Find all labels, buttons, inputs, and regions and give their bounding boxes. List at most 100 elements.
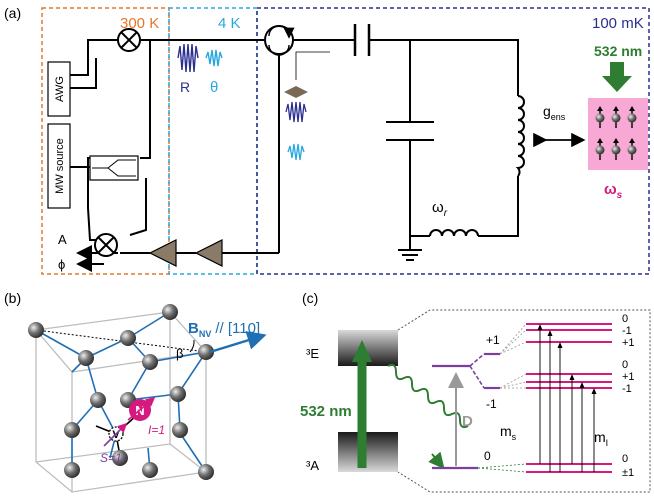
circulator: [264, 25, 295, 56]
carbon-atom: [90, 392, 106, 408]
ms-levels: [432, 352, 500, 470]
panel-b: (b) V N I=1 S=1 BNV// [110] β: [4, 290, 267, 493]
temp-4k-label: 4 K: [218, 15, 241, 32]
spin-ensemble: [595, 106, 637, 160]
mi-level-label: +1: [622, 337, 635, 349]
ms-split-lines: [469, 353, 485, 389]
zero-field-label: D: [462, 413, 473, 430]
carbon-atom: [198, 464, 214, 480]
mi-level-label: ±1: [622, 467, 634, 479]
transition-arrow: [591, 388, 597, 472]
mi-level-label: 0: [622, 313, 628, 325]
panel-a: (a) 300 K 4 K 100 mK AWG MW source: [4, 5, 650, 275]
output-a-label: A: [58, 232, 67, 247]
carbon-atom: [120, 330, 136, 346]
spin-arrow: [627, 138, 637, 160]
electron-spin-label: S=1: [100, 451, 122, 465]
panel-b-label: (b): [4, 290, 21, 306]
zoom-box: [397, 309, 651, 493]
mi-axis-label: mI: [594, 429, 608, 448]
pulse-theta-label: θ: [210, 79, 218, 96]
panel-c-label: (c): [302, 290, 318, 306]
carbon-atom: [142, 354, 158, 370]
g-ens-label: gens: [543, 103, 566, 122]
splitter-lines: [92, 159, 136, 177]
amplifier-4k: [194, 239, 223, 267]
panel-a-label: (a): [4, 5, 21, 21]
ms-axis-label: ms: [500, 423, 517, 442]
beta-label: β: [176, 346, 183, 361]
spin-arrow: [595, 106, 605, 128]
mi-level-label: -1: [622, 325, 632, 337]
spin-arrow: [611, 138, 621, 160]
b-field-label: BNV// [110]: [188, 320, 260, 339]
carbon-atoms: [28, 304, 214, 480]
spin-arrow: [595, 138, 605, 160]
carbon-atom: [64, 462, 80, 478]
transition-arrow: [557, 342, 563, 472]
mixer-bottom: [94, 233, 118, 257]
transition-arrow: [547, 330, 553, 472]
awg-label: AWG: [54, 76, 66, 102]
stage-100mk-box: [256, 7, 650, 275]
beta-arc: [189, 339, 195, 353]
omega-s-label: ωs: [604, 181, 623, 201]
mi-level-label: 0: [622, 359, 628, 371]
excited-state-label: ³E: [306, 346, 319, 361]
excitation-arrowhead: [352, 340, 372, 362]
carbon-atom: [198, 344, 214, 360]
omega-r-label: ωr: [432, 199, 448, 219]
carbon-atom: [142, 462, 158, 478]
ground-state-label: ³A: [306, 458, 319, 473]
pulse-theta: [205, 49, 223, 67]
laser-label-a: 532 nm: [594, 43, 642, 59]
vacancy-label: V: [112, 429, 120, 441]
temp-100mk-label: 100 mK: [592, 15, 644, 32]
output-phi-label: ϕ: [58, 257, 65, 272]
laser-arrow-a: [602, 62, 632, 92]
hyperfine-transitions: [537, 324, 597, 472]
electron-spin-arrow: [103, 422, 128, 447]
nuclear-spin-arrow: [127, 396, 156, 421]
carbon-atom: [112, 450, 128, 466]
b-field-arrow: [209, 331, 267, 354]
carbon-atom: [162, 304, 178, 320]
ground-band: [338, 432, 398, 472]
carbon-atom: [170, 386, 186, 402]
spin-arrow: [627, 106, 637, 128]
ms-zero-label: 0: [484, 449, 491, 463]
amplifier-300k: [148, 239, 177, 267]
transition-arrow: [537, 324, 543, 464]
echo-lead: [295, 51, 330, 80]
nuclear-spin-label: I=1: [148, 423, 165, 437]
carbon-atom: [28, 322, 44, 338]
transition-arrow: [579, 382, 585, 472]
spin-arrow: [611, 106, 621, 128]
resonator: [386, 40, 525, 261]
stage-4k-box: [168, 7, 258, 275]
mi-level-label: 0: [622, 453, 628, 465]
carbon-atom: [64, 422, 80, 438]
spin-ensemble-box: [588, 98, 648, 170]
mi-level-label: +1: [622, 371, 635, 383]
wires-300k: [70, 39, 151, 272]
ms-plus1-label: +1: [486, 333, 500, 347]
coupling-capacitor: [353, 24, 519, 96]
temp-300k-label: 300 K: [120, 15, 159, 32]
mw-source-label: MW source: [54, 138, 66, 194]
panel-c: (c) ³E ³A 532 nm D +1 -1 0 ms mI: [300, 290, 651, 493]
pulse-r-label: R: [180, 79, 190, 95]
carbon-atom: [172, 422, 188, 438]
hyperfine-levels: [477, 323, 612, 473]
mi-level-label: -1: [622, 383, 632, 395]
carbon-atom: [78, 350, 94, 366]
pulse-r: [177, 43, 199, 73]
decay-arrow: [428, 451, 445, 470]
transition-arrow: [569, 374, 575, 464]
mi-labels: 0-1+10+1-10±1: [622, 313, 635, 479]
echo-signal: [284, 86, 308, 161]
mixer-top: [117, 28, 141, 52]
laser-label-c: 532 nm: [300, 403, 352, 420]
ms-minus1-label: -1: [486, 397, 497, 411]
